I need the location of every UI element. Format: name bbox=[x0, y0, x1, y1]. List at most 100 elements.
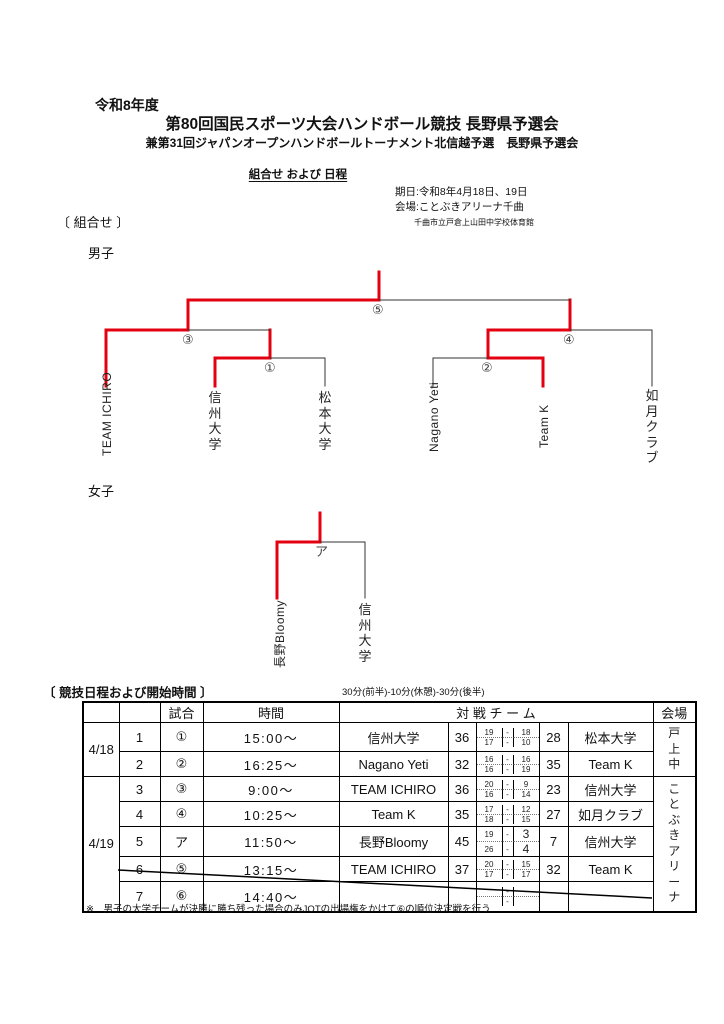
men-match3-label: ③ bbox=[182, 332, 194, 347]
cell-match: ⑤ bbox=[159, 856, 204, 882]
men-match1-label: ① bbox=[264, 360, 276, 375]
men-team-ichiro: TEAM ICHIRO bbox=[100, 371, 114, 456]
cell-away-team: Team K bbox=[567, 856, 654, 882]
half2-home: 16 bbox=[484, 764, 494, 774]
half2-home: 18 bbox=[484, 814, 494, 824]
cell-match: ③ bbox=[159, 776, 204, 802]
men-team-k: Team K bbox=[537, 404, 551, 448]
men-match2-label: ② bbox=[481, 360, 493, 375]
table-row: 5 ア 11:50～ 長野Bloomy 45 19-3 26-4 7 信州大学 bbox=[83, 826, 696, 857]
cell-half-scores: - - bbox=[475, 881, 540, 912]
half1-dash: - bbox=[501, 804, 514, 815]
half1-home bbox=[477, 887, 502, 897]
cell-half-scores: 20-15 17-17 bbox=[475, 856, 540, 882]
half2-home: 26 bbox=[484, 844, 494, 854]
cell-away-score bbox=[538, 881, 569, 912]
cell-time: 9:00～ bbox=[202, 776, 340, 802]
section-pairings-title: 〔 組合せ 〕 bbox=[57, 215, 130, 230]
women-bracket-label: 女子 bbox=[88, 484, 115, 499]
header-venue: 会場 bbox=[652, 701, 697, 723]
women-team-shinshu: 信州大学 bbox=[358, 602, 372, 664]
cell-no: 6 bbox=[118, 856, 161, 882]
half1-home: 20 bbox=[477, 860, 502, 870]
cell-venue-kotobuki: ことぶきアリーナ bbox=[652, 776, 697, 912]
half1-dash: - bbox=[501, 779, 514, 790]
header-date bbox=[82, 701, 120, 723]
cell-time: 13:15～ bbox=[202, 856, 340, 882]
cell-home-score: 35 bbox=[447, 801, 477, 827]
sub-title: 兼第31回ジャパンオープンハンドボールトーナメント北信越予選 長野県予選会 bbox=[145, 136, 579, 150]
men-match4-label: ④ bbox=[563, 332, 575, 347]
cell-venue-toue: 戸上中 bbox=[652, 722, 697, 777]
table-row: 4 ④ 10:25～ Team K 35 17-12 18-15 27 如月クラ… bbox=[83, 801, 696, 827]
footnote: ※ 男子の大学チームが決勝に勝ち残った場合のみJOTの出場権をかけて⑥の順位決定… bbox=[86, 904, 491, 915]
cell-match: ④ bbox=[159, 801, 204, 827]
cell-home-score: 37 bbox=[447, 856, 477, 882]
cell-no: 3 bbox=[118, 776, 161, 802]
cell-away-team: 松本大学 bbox=[567, 722, 654, 752]
half1-home: 19 bbox=[477, 828, 502, 842]
half1-home: 17 bbox=[477, 805, 502, 815]
cell-away-score: 28 bbox=[538, 722, 569, 752]
table-row: 7 ⑥ 14:40～ - - bbox=[83, 881, 696, 912]
cell-match: ② bbox=[159, 751, 204, 777]
half2-dash: - bbox=[501, 737, 514, 747]
cell-home-team: TEAM ICHIRO bbox=[338, 856, 449, 882]
half2-dash: - bbox=[501, 789, 514, 799]
half1-away: 16 bbox=[513, 755, 538, 765]
cell-away-score: 35 bbox=[538, 751, 569, 777]
cell-time: 10:25～ bbox=[202, 801, 340, 827]
cell-no: 5 bbox=[118, 826, 161, 857]
event-date-line: 期日:令和8年4月18日、19日 bbox=[395, 186, 528, 198]
cell-half-scores: 19-3 26-4 bbox=[475, 826, 540, 857]
women-match-a-label: ア bbox=[315, 544, 329, 559]
half2-away: 10 bbox=[521, 737, 531, 747]
half2-dash: - bbox=[501, 764, 514, 774]
half2-home: 17 bbox=[484, 869, 494, 879]
cell-away-team: 信州大学 bbox=[567, 826, 654, 857]
fiscal-year: 令和8年度 bbox=[95, 97, 159, 113]
header-teams: 対 戦 チ ー ム bbox=[338, 701, 654, 723]
men-match5-label: ⑤ bbox=[372, 302, 384, 317]
cell-no: 1 bbox=[118, 722, 161, 752]
table-row: 4/19 3 ③ 9:00～ TEAM ICHIRO 36 20-9 16-14… bbox=[82, 776, 697, 912]
half1-away: 3 bbox=[513, 828, 538, 842]
cell-half-scores: 17-12 18-15 bbox=[475, 801, 540, 827]
cell-no: 2 bbox=[118, 751, 161, 777]
cell-away-team bbox=[567, 881, 654, 912]
half2-dash: - bbox=[501, 869, 514, 879]
half2-away bbox=[514, 897, 539, 906]
cell-time: 16:25～ bbox=[202, 751, 340, 777]
cell-date-419: 4/19 bbox=[82, 776, 120, 912]
half1-away bbox=[513, 887, 538, 897]
cell-home-score: 45 bbox=[447, 826, 477, 857]
half2-away: 17 bbox=[521, 869, 531, 879]
half1-home: 19 bbox=[477, 728, 502, 738]
half2-home: 17 bbox=[484, 737, 494, 747]
main-title: 第80回国民スポーツ大会ハンドボール競技 長野県予選会 bbox=[165, 116, 559, 133]
half1-home: 20 bbox=[477, 780, 502, 790]
half2-away: 4 bbox=[522, 842, 530, 856]
cell-away-team: 如月クラブ bbox=[567, 801, 654, 827]
half2-away: 14 bbox=[521, 789, 531, 799]
venue-vertical-text: ことぶきアリーナ bbox=[668, 781, 681, 905]
cell-time: 11:50～ bbox=[202, 826, 340, 857]
table-row: 2 ② 16:25～ Nagano Yeti 32 16-16 16-19 35… bbox=[83, 751, 696, 777]
cell-home-team: 長野Bloomy bbox=[338, 826, 449, 857]
half1-away: 9 bbox=[513, 780, 538, 790]
duration-note: 30分(前半)-10分(休憩)-30分(後半) bbox=[342, 687, 485, 698]
table-row: 4/18 1 ① 15:00～ 信州大学 36 19-18 17-10 28 松… bbox=[82, 722, 697, 777]
half2-away: 15 bbox=[521, 814, 531, 824]
cell-no: 7 bbox=[118, 881, 161, 912]
half2-home: 16 bbox=[484, 789, 494, 799]
half2-dash: - bbox=[501, 896, 514, 906]
half2-dash: - bbox=[501, 842, 514, 856]
men-team-matsumoto: 松本大学 bbox=[318, 390, 332, 452]
half1-dash: - bbox=[501, 827, 514, 842]
cell-home-score: 32 bbox=[447, 751, 477, 777]
cell-half-scores: 16-16 16-19 bbox=[475, 751, 540, 777]
half1-away: 18 bbox=[513, 728, 538, 738]
cell-date-418: 4/18 bbox=[82, 722, 120, 777]
table-row: 6 ⑤ 13:15～ TEAM ICHIRO 37 20-15 17-17 32… bbox=[83, 856, 696, 882]
